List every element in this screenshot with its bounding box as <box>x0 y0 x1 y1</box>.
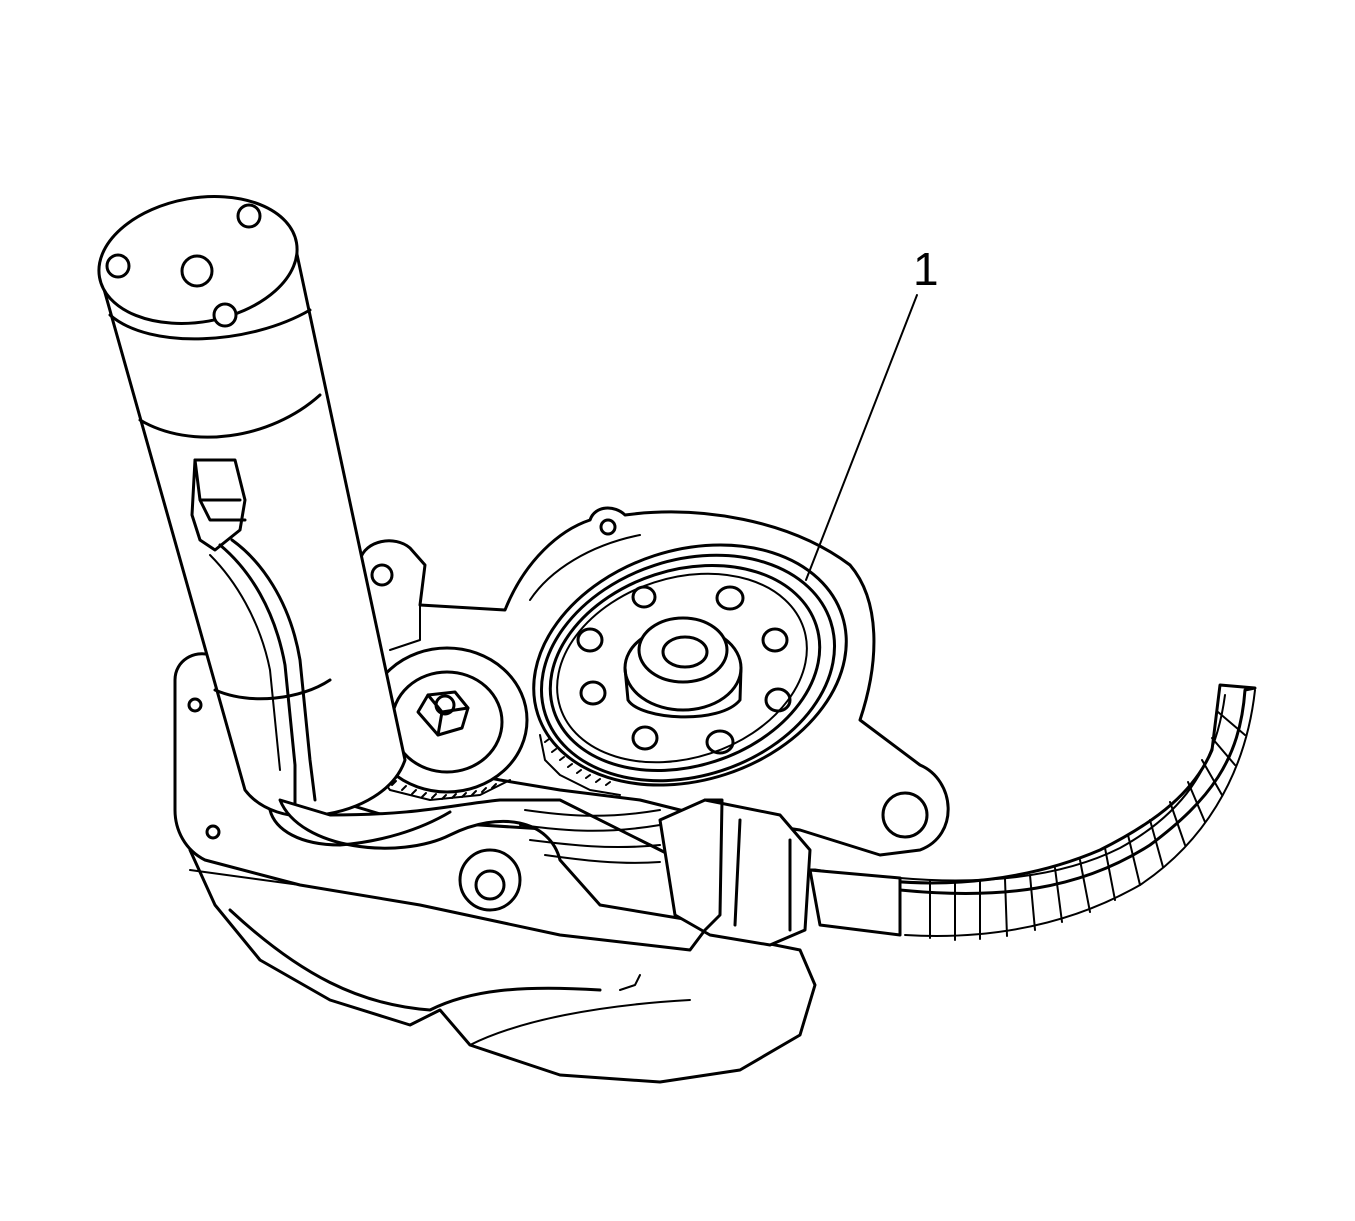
pinion-gear <box>365 646 529 801</box>
harness-connector <box>658 798 812 947</box>
electric-motor <box>97 195 407 818</box>
wiring-conduit <box>808 683 1257 941</box>
gear-holes <box>576 585 792 755</box>
harness-channel <box>268 798 702 922</box>
callout-leader-line <box>805 294 918 581</box>
callout-number: 1 <box>913 243 939 295</box>
callout-1: 1 <box>805 243 939 581</box>
conduit-ribs <box>929 711 1246 941</box>
motor-connector <box>190 458 317 807</box>
driven-gear <box>532 543 848 796</box>
